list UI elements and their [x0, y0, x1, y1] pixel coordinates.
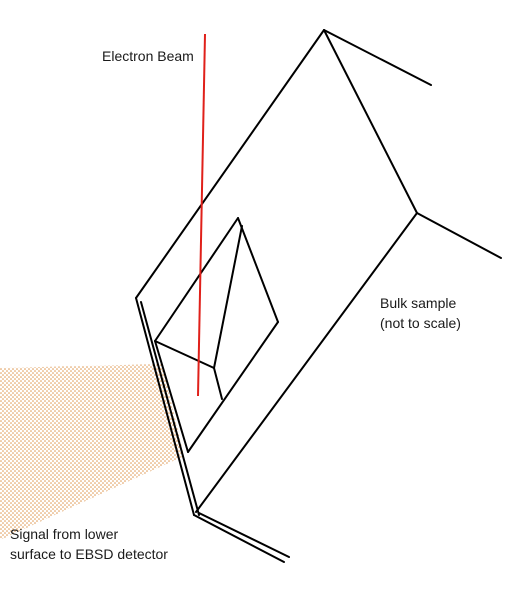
- sample-left-edge-outer: [135, 297, 195, 516]
- bulk-sample-label-line-1: Bulk sample: [380, 295, 457, 311]
- window-top-edge: [154, 217, 239, 342]
- signal-cone: [0, 364, 184, 540]
- lamella-window: [154, 217, 279, 453]
- electron-beam-label: Electron Beam: [102, 48, 194, 64]
- bulk-sample-label: Bulk sample (not to scale): [380, 293, 461, 333]
- electron-beam: [197, 33, 206, 397]
- sample-back-edge-top: [323, 29, 432, 86]
- sample-foot-edge-outer: [193, 514, 285, 563]
- bulk-sample-label-line-2: (not to scale): [380, 315, 461, 331]
- facet-bottom-line: [213, 367, 223, 400]
- sample-right-ridge: [323, 29, 418, 214]
- signal-label-line-1: Signal from lower: [10, 526, 119, 542]
- sample-left-edge-inner: [140, 301, 200, 516]
- facet-left-line: [154, 340, 215, 369]
- window-left-edge: [154, 340, 189, 453]
- window-right-ridge: [237, 217, 279, 323]
- sample-bottom-edge: [195, 212, 418, 513]
- signal-label: Signal from lower surface to EBSD detect…: [10, 524, 168, 564]
- window-bottom-edge: [187, 321, 279, 453]
- facet-apex-line: [213, 225, 243, 369]
- sample-top-left-edge: [135, 29, 325, 299]
- sample-foot-edge-inner: [198, 512, 290, 558]
- sample-back-edge-right: [416, 212, 502, 259]
- bulk-sample: [135, 29, 502, 563]
- signal-label-line-2: surface to EBSD detector: [10, 546, 168, 562]
